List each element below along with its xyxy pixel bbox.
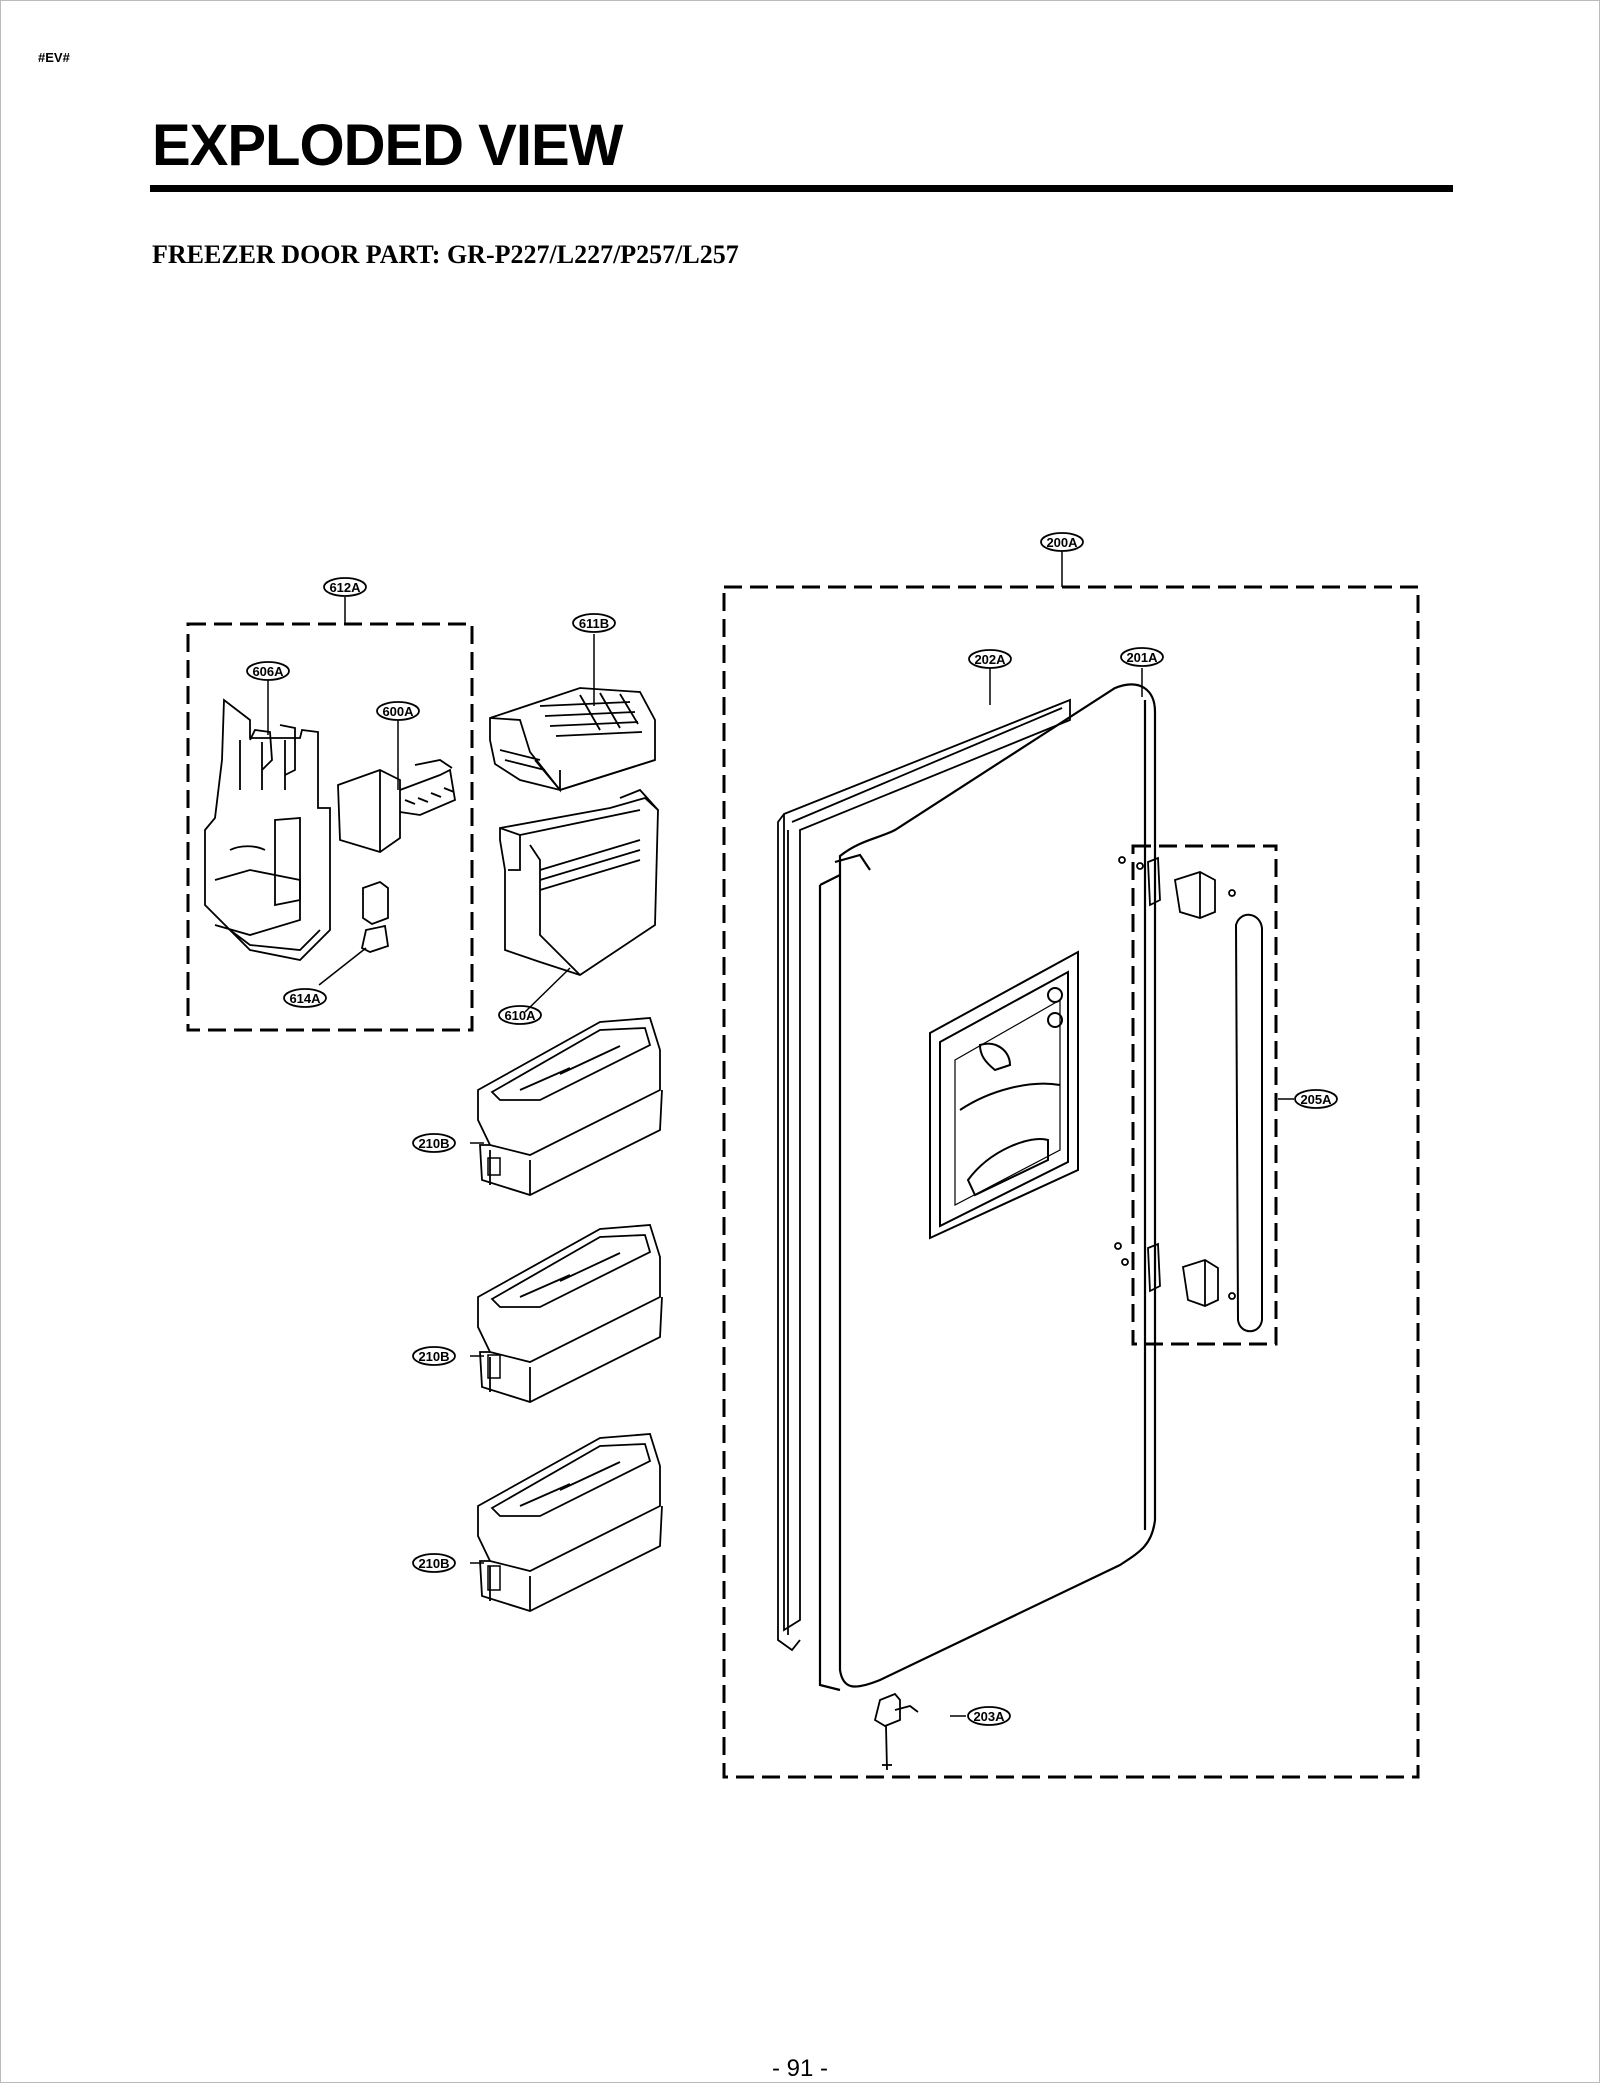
document-tag: #EV#: [38, 50, 70, 65]
callout-202A: 202A: [968, 649, 1012, 669]
svg-text:200A: 200A: [1046, 535, 1078, 550]
door-gasket-202A: [777, 698, 1071, 1652]
callout-210B-bottom: 210B: [412, 1553, 456, 1573]
svg-text:611B: 611B: [579, 616, 609, 631]
callout-203A: 203A: [967, 1706, 1011, 1726]
svg-text:205A: 205A: [1300, 1092, 1332, 1107]
callout-210B-middle: 210B: [412, 1346, 456, 1366]
door-body-201A: [818, 683, 1157, 1692]
callout-611B: 611B: [572, 613, 616, 633]
section-subtitle: FREEZER DOOR PART: GR-P227/L227/P257/L25…: [152, 240, 739, 269]
group-box-612A: [186, 622, 474, 1032]
svg-text:210B: 210B: [418, 1556, 449, 1571]
handle-205A: [1234, 913, 1263, 1333]
callout-205A: 205A: [1294, 1089, 1338, 1109]
group-box-205A: [1131, 844, 1278, 1346]
leader-610A: [524, 967, 571, 1013]
callout-606A: 606A: [246, 661, 290, 681]
page-number: - 91 -: [771, 2055, 828, 2082]
door-basket-middle-210B: [477, 1224, 663, 1403]
door-basket-bottom-210B: [477, 1433, 663, 1612]
svg-text:612A: 612A: [329, 580, 361, 595]
callout-614A: 614A: [283, 988, 327, 1008]
svg-text:210B: 210B: [418, 1136, 449, 1151]
handle-bracket-lower: [1114, 1242, 1236, 1307]
ice-bin-cover-611B: [489, 687, 656, 793]
switch-614A: [360, 880, 390, 953]
svg-text:606A: 606A: [252, 664, 284, 679]
svg-text:202A: 202A: [974, 652, 1006, 667]
callout-610A: 610A: [498, 1005, 542, 1025]
callout-210B-top: 210B: [412, 1133, 456, 1153]
group-box-200A: [722, 585, 1420, 1779]
title-rule: [150, 185, 1453, 192]
callout-600A: 600A: [376, 701, 420, 721]
hinge-203A: [873, 1692, 919, 1771]
ice-bin-610A: [499, 788, 659, 976]
svg-text:203A: 203A: [973, 1709, 1005, 1724]
svg-text:600A: 600A: [382, 704, 414, 719]
callout-200A: 200A: [1040, 532, 1084, 552]
svg-text:614A: 614A: [289, 991, 321, 1006]
svg-text:210B: 210B: [418, 1349, 449, 1364]
dispenser-recess: [929, 950, 1079, 1240]
svg-text:201A: 201A: [1126, 650, 1158, 665]
callout-612A: 612A: [323, 577, 367, 597]
auger-motor-600A: [337, 759, 457, 853]
callout-201A: 201A: [1120, 647, 1164, 667]
door-basket-top-210B: [477, 1017, 663, 1196]
svg-text:610A: 610A: [504, 1008, 536, 1023]
ice-bin-housing-606A: [204, 698, 331, 961]
handle-bracket-upper: [1118, 856, 1236, 919]
page-title: EXPLODED VIEW: [152, 113, 623, 178]
leader-lines: [267, 551, 1294, 1717]
